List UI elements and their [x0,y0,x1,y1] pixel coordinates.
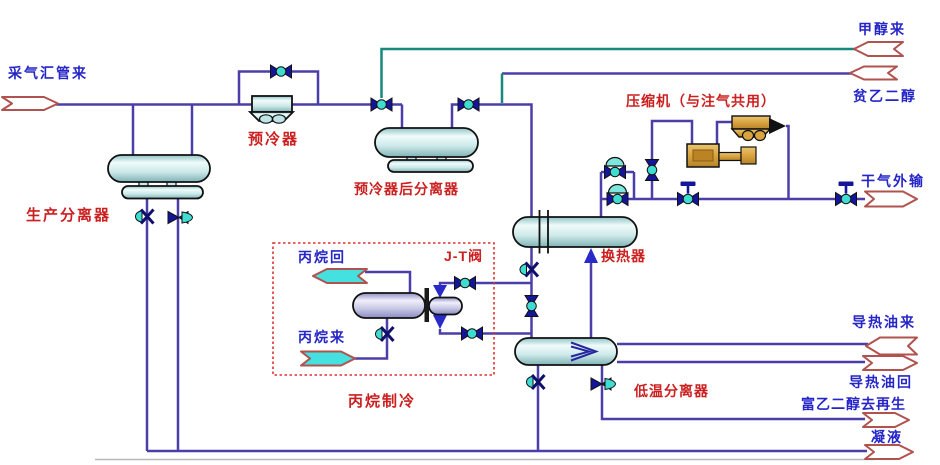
label-condensate: 凝液 [871,429,903,445]
heat-exchanger-vessel [512,210,638,254]
low-temp-separator-vessel [514,337,618,366]
dry-gas-arrow [864,190,918,208]
precooler-fan-1 [258,114,274,124]
compressor-shaft [718,151,742,162]
hx-outlet-check-valve [518,261,540,278]
label-production-separator: 生产分离器 [26,206,111,224]
pipe-propane-vapor-return [365,270,412,293]
piping-main [56,47,875,461]
hot-oil-in-arrow [865,336,918,356]
label-dry-gas-out: 干气外输 [861,173,925,189]
pipe-sep2-to-hx [450,103,533,217]
hot-oil-return-arrow [862,355,918,371]
precooler-bypass-valve [270,64,292,79]
lts-gas-up-arrow [584,248,598,263]
label-hot-oil-return: 导热油回 [849,374,913,390]
pipe-compressor-discharge [786,124,790,199]
label-lean-glycol: 贫乙二醇 [853,88,917,104]
lean-glycol-arrow [849,65,898,81]
pipe-jt-feed [438,281,532,285]
scrubber-drum-2 [753,129,767,142]
label-propane-refrigeration: 丙烷制冷 [348,392,416,410]
condensate-arrow [864,444,914,460]
rich-glycol-arrow [862,412,910,428]
dry-gas-block-valve-2 [836,182,857,206]
production-separator-vessel [107,154,211,200]
chiller-tubesheet [424,288,429,322]
propane-refrigeration-boundary [272,242,495,376]
jt-outlet-arrow [433,315,447,329]
label-precooler: 预冷器 [248,130,299,148]
label-heat-exchanger: 换热器 [601,248,646,264]
jt-inlet-arrow [433,285,447,298]
prodsep-drain-valve-1 [134,208,155,225]
pipe-rich-glycol [600,365,865,421]
pipe-jt-return [438,329,532,335]
dry-gas-block-valve-1 [678,182,699,206]
pipe-methanol-injection [380,47,856,98]
label-feed-gas: 采气汇管来 [7,65,88,81]
hx-outlet-control-valve-upper [605,158,626,179]
label-jt-valve: J-T阀 [444,248,483,264]
scrubber-drum-1 [741,129,755,142]
compressor-body-inner [692,149,714,162]
methanol-injection-valve [370,97,393,112]
propane-in-arrow [300,350,356,367]
label-rich-glycol: 富乙二醇去再生 [801,396,906,412]
lts-heating-coil [570,341,599,362]
compressor-package [686,115,786,168]
discharge-arrow [769,118,786,134]
hx-outlet-control-valve-lower [607,185,628,206]
compressor-driver [740,146,757,165]
jt-return-valve [461,326,483,341]
sep2-outlet-valve [457,97,480,112]
lts-condensate-valve [525,373,546,391]
compressor-suction-valve [645,159,659,181]
scrubber-top [731,115,771,130]
pipe-compressor-to-scrubber [715,120,733,144]
label-low-temp-separator: 低温分离器 [633,383,709,399]
label-methanol-in: 甲醇来 [858,21,906,37]
propane-chiller-vessel [352,288,463,322]
methanol-in-arrow [853,41,904,57]
label-propane-in: 丙烷来 [298,329,346,345]
precooler-fan-2 [271,114,287,124]
propane-inlet-check-valve [374,325,395,343]
label-compressor: 压缩机（与注气共用） [626,93,776,109]
label-hot-oil-in: 导热油来 [852,314,916,330]
label-precooler-separator: 预冷器后分离器 [354,181,459,197]
jt-feed-valve [454,276,476,290]
precooler-aircooler [247,95,296,124]
precooler-separator-vessel [374,127,479,173]
hx-tubesheet [538,210,549,254]
jt-bypass-valve [524,295,539,317]
propane-return-arrow [312,268,368,284]
label-propane-return: 丙烷回 [298,249,346,265]
feed-gas-arrow [1,96,59,111]
prodsep-drain-valve-2 [167,211,193,224]
